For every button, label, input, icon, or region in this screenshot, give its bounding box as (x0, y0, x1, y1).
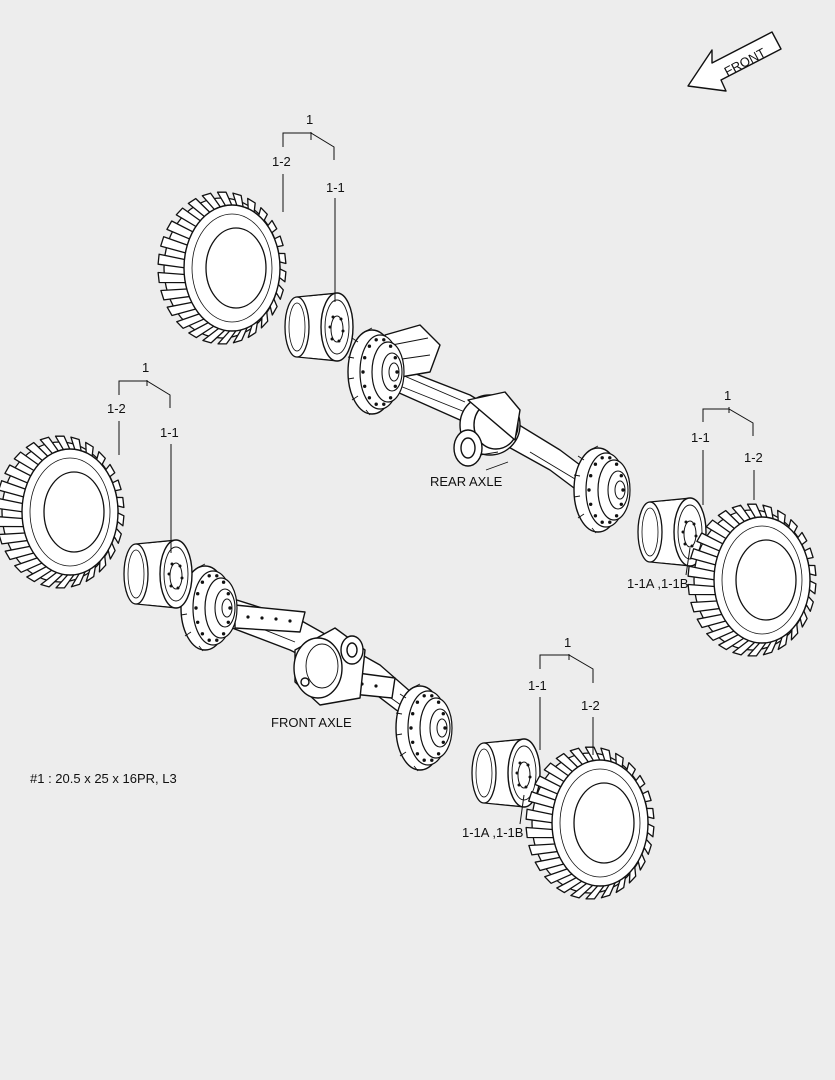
callout-rim-parts-ref: 1-1A ,1-1B (462, 825, 523, 840)
front-left-rim (123, 539, 193, 609)
callout-tire-ref: 1-2 (107, 401, 126, 416)
callout-front-right: 1 1-1 1-2 1-1A ,1-1B (462, 635, 600, 840)
callout-tire-ref: 1-2 (744, 450, 763, 465)
callout-group-number: 1 (564, 635, 571, 650)
callout-rear-right: 1 1-1 1-2 1-1A ,1-1B (627, 388, 763, 591)
front-direction-arrow: FRONT (687, 31, 782, 92)
front-right-tire (525, 746, 655, 900)
callout-tire-ref: 1-2 (272, 154, 291, 169)
callout-rim-ref: 1-1 (326, 180, 345, 195)
callout-rear-left: 1 1-2 1-1 (272, 112, 345, 302)
rear-left-rim (284, 292, 354, 362)
callout-tire-ref: 1-2 (581, 698, 600, 713)
rear-axle-label: REAR AXLE (430, 474, 503, 489)
callout-rim-ref: 1-1 (691, 430, 710, 445)
callout-group-number: 1 (142, 360, 149, 375)
rear-axle-assembly (347, 324, 631, 534)
front-axle-assembly (180, 563, 453, 772)
front-left-tire (0, 435, 125, 589)
callout-group-number: 1 (306, 112, 313, 127)
callout-rim-ref: 1-1 (528, 678, 547, 693)
front-axle-label: FRONT AXLE (271, 715, 352, 730)
callout-group-number: 1 (724, 388, 731, 403)
callout-rim-parts-ref: 1-1A ,1-1B (627, 576, 688, 591)
callout-rim-ref: 1-1 (160, 425, 179, 440)
callout-front-left: 1 1-2 1-1 (107, 360, 179, 553)
rear-right-tire (687, 503, 817, 657)
spec-note: #1 : 20.5 x 25 x 16PR, L3 (30, 771, 177, 786)
rear-left-tire (157, 191, 287, 345)
